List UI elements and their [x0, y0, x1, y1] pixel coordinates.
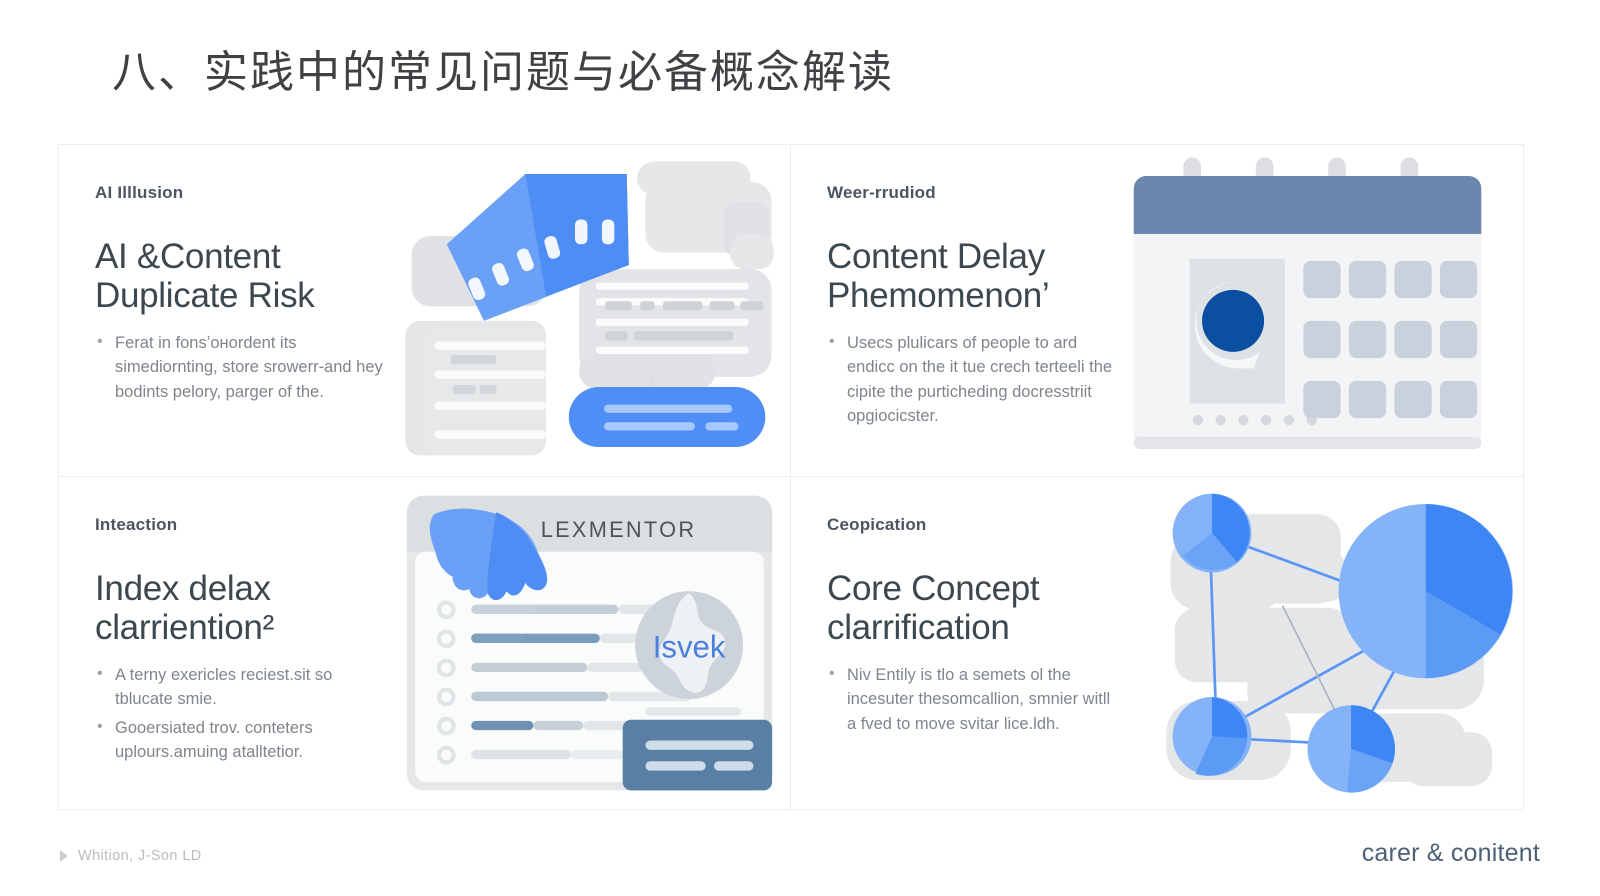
pie-node-top-left	[1172, 493, 1252, 573]
card-bullet-list: A terny exericles reciest.sit so tblucat…	[95, 662, 389, 764]
list-item: Gooersiated trov. conteters uplours.amui…	[95, 715, 389, 764]
globe-label: Isvek	[653, 630, 726, 665]
card-heading: Core Concept clarrification	[827, 569, 1121, 647]
list-item: A terny exericles reciest.sit so tblucat…	[95, 662, 389, 711]
card-bullet-list: Usecs plulicars of people to ard endicc …	[827, 330, 1121, 427]
card-text-block: AI Illlusion AI &Content Duplicate Risk …	[59, 145, 389, 476]
page-title: 八、实践中的常见问题与必备概念解读	[112, 48, 894, 97]
card-heading: Content Delay Phemomenon’	[827, 237, 1121, 315]
blue-info-panel	[622, 719, 773, 791]
card-ai-illusion[interactable]: AI Illlusion AI &Content Duplicate Risk …	[59, 145, 791, 477]
blue-rounded-panel	[568, 387, 766, 448]
card-bullet-list: Niv Entily is tlo a semets ol the incesu…	[827, 662, 1121, 735]
card-text-block: Inteaction Index delax clarriention² A t…	[59, 477, 389, 809]
card-bullet-list: Ferat in fonsʼoнordent its simediornting…	[95, 330, 389, 403]
list-item: Niv Entily is tlo a semets ol the incesu…	[827, 662, 1121, 735]
gray-document-shapes	[405, 161, 774, 456]
triangle-play-icon	[60, 850, 68, 862]
pie-node-bottom-left	[1172, 696, 1252, 776]
card-text-block: Weer-rrudiod Content Delay Phemomenon’ U…	[791, 145, 1121, 476]
illustration-checklist-browser: LEXMENTOR	[389, 477, 790, 809]
pie-node-large	[1338, 503, 1513, 679]
illustration-calendar	[1121, 145, 1523, 476]
blue-film-strip	[446, 173, 629, 321]
browser-title: LEXMENTOR	[541, 517, 697, 542]
card-heading-line: Content Delay	[827, 237, 1045, 276]
list-item: Ferat in fonsʼoнordent its simediornting…	[95, 330, 389, 403]
list-item: Usecs plulicars of people to ard endicc …	[827, 330, 1121, 427]
card-heading-line: Duplicate Risk	[95, 276, 315, 316]
pie-node-bottom-right	[1307, 705, 1396, 793]
card-heading: AI &Content Duplicate Risk	[95, 237, 389, 315]
card-heading-line: Phemomenon’	[827, 276, 1050, 316]
footer-left-label: Whition, J-Son LD	[78, 848, 202, 864]
footer-left: Whition, J-Son LD	[60, 848, 202, 864]
card-content-delay[interactable]: Weer-rrudiod Content Delay Phemomenon’ U…	[791, 145, 1523, 477]
illustration-pie-network	[1121, 477, 1523, 809]
card-heading-line: clarrification	[827, 608, 1010, 648]
card-heading-line: Index delax	[95, 569, 271, 608]
calendar-feature-tile	[1189, 258, 1285, 404]
card-heading-line: clarriention²	[95, 608, 274, 648]
card-kicker: Ceopication	[827, 515, 927, 534]
card-kicker: Inteaction	[95, 515, 178, 534]
calendar-dots	[1192, 414, 1317, 426]
card-heading: Index delax clarriention²	[95, 569, 389, 647]
card-heading-line: AI &Content	[95, 237, 281, 276]
globe-icon: Isvek	[635, 591, 744, 700]
footer-brand: carer & conitent	[1361, 839, 1540, 867]
card-kicker: AI Illlusion	[95, 183, 184, 202]
card-text-block: Ceopication Core Concept clarrification …	[791, 477, 1121, 809]
card-index-delax[interactable]: Inteaction Index delax clarriention² A t…	[59, 477, 791, 809]
card-grid: AI Illlusion AI &Content Duplicate Risk …	[58, 144, 1524, 810]
calendar-header-band	[1133, 176, 1482, 234]
card-kicker: Weer-rrudiod	[827, 183, 936, 202]
network-edge-gray	[1281, 605, 1340, 719]
card-heading-line: Core Concept	[827, 569, 1040, 608]
cursor-hand-icon	[429, 508, 548, 601]
card-core-concept[interactable]: Ceopication Core Concept clarrification …	[791, 477, 1523, 809]
illustration-film-strip-documents	[389, 145, 790, 476]
calendar-day-tiles	[1303, 260, 1478, 419]
